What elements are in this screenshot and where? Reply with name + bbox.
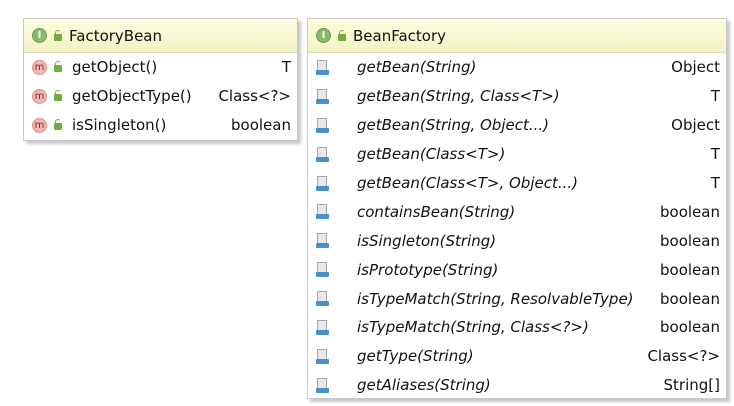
abstract-method-icon bbox=[316, 204, 329, 220]
method-name: getObjectType() bbox=[72, 87, 192, 106]
method-name: getBean(String, Object...) bbox=[357, 116, 550, 135]
method-row[interactable]: getBean(Class<T>) T bbox=[308, 140, 726, 169]
return-type: T bbox=[710, 174, 720, 192]
method-name: getBean(String) bbox=[357, 58, 477, 77]
return-type: boolean bbox=[660, 289, 720, 308]
method-row[interactable]: containsBean(String) boolean bbox=[308, 197, 726, 226]
return-type: T bbox=[710, 145, 720, 164]
public-lock-icon bbox=[52, 29, 64, 42]
beanfactory-header[interactable]: I BeanFactory bbox=[308, 19, 726, 53]
return-type: boolean bbox=[660, 318, 720, 337]
return-type: String[] bbox=[663, 376, 720, 395]
abstract-method-icon bbox=[316, 146, 329, 162]
method-icon: m bbox=[32, 88, 47, 104]
factorybean-title: FactoryBean bbox=[69, 26, 163, 45]
method-name: isPrototype(String) bbox=[357, 260, 499, 279]
method-name: getAliases(String) bbox=[357, 376, 491, 395]
method-icon: m bbox=[32, 59, 47, 75]
interface-icon: I bbox=[316, 28, 331, 43]
method-row[interactable]: getType(String) Class<?> bbox=[308, 342, 726, 371]
method-icon: m bbox=[32, 117, 47, 133]
method-name: isSingleton() bbox=[72, 116, 167, 135]
public-lock-icon bbox=[52, 61, 64, 73]
beanfactory-methods: getBean(String) Object getBean(String, C… bbox=[308, 53, 726, 400]
method-name: getBean(String, Class<T>) bbox=[357, 87, 560, 106]
return-type: T bbox=[281, 58, 291, 77]
method-name: isSingleton(String) bbox=[357, 231, 497, 250]
abstract-method-icon bbox=[316, 175, 329, 191]
abstract-method-icon bbox=[316, 319, 329, 335]
method-row[interactable]: getBean(Class<T>, Object...) T bbox=[308, 169, 726, 198]
abstract-method-icon bbox=[316, 348, 329, 364]
method-row[interactable]: getBean(String) Object bbox=[308, 53, 726, 82]
method-name: isTypeMatch(String, ResolvableType) bbox=[357, 289, 634, 308]
return-type: boolean bbox=[660, 260, 720, 279]
method-name: getBean(Class<T>) bbox=[357, 145, 506, 164]
abstract-method-icon bbox=[316, 262, 329, 278]
factorybean-methods: m getObject() T m getObjectType() Class<… bbox=[24, 53, 297, 140]
method-row[interactable]: getAliases(String) String[] bbox=[308, 371, 726, 400]
return-type: Class<?> bbox=[218, 87, 291, 106]
return-type: boolean bbox=[660, 231, 720, 250]
method-row[interactable]: isTypeMatch(String, Class<?>) boolean bbox=[308, 313, 726, 342]
beanfactory-interface-box[interactable]: I BeanFactory getBean(String) Object get… bbox=[307, 18, 727, 399]
method-row[interactable]: isPrototype(String) boolean bbox=[308, 255, 726, 284]
interface-icon: I bbox=[32, 28, 47, 43]
return-type: Object bbox=[671, 116, 720, 135]
method-row[interactable]: m isSingleton() boolean bbox=[24, 111, 297, 140]
public-lock-icon bbox=[52, 90, 64, 102]
method-name: isTypeMatch(String, Class<?>) bbox=[357, 318, 589, 337]
abstract-method-icon bbox=[316, 233, 329, 249]
method-row[interactable]: m getObject() T bbox=[24, 53, 297, 82]
return-type: boolean bbox=[660, 202, 720, 221]
method-row[interactable]: getBean(String, Object...) Object bbox=[308, 111, 726, 140]
return-type: boolean bbox=[231, 116, 291, 135]
method-name: containsBean(String) bbox=[357, 202, 516, 221]
beanfactory-title: BeanFactory bbox=[353, 26, 447, 45]
method-row[interactable]: getBean(String, Class<T>) T bbox=[308, 82, 726, 111]
abstract-method-icon bbox=[316, 291, 329, 307]
abstract-method-icon bbox=[316, 117, 329, 133]
return-type: Object bbox=[671, 58, 720, 77]
return-type: T bbox=[710, 87, 720, 106]
method-row[interactable]: isTypeMatch(String, ResolvableType) bool… bbox=[308, 284, 726, 313]
method-name: getObject() bbox=[72, 58, 158, 77]
abstract-method-icon bbox=[316, 88, 329, 104]
factorybean-interface-box[interactable]: I FactoryBean m getObject() T m getObjec… bbox=[23, 18, 298, 141]
method-row[interactable]: isSingleton(String) boolean bbox=[308, 226, 726, 255]
public-lock-icon bbox=[52, 119, 64, 131]
method-name: getBean(Class<T>, Object...) bbox=[357, 174, 579, 192]
method-row[interactable]: m getObjectType() Class<?> bbox=[24, 82, 297, 111]
return-type: Class<?> bbox=[647, 347, 720, 366]
method-name: getType(String) bbox=[357, 347, 474, 366]
abstract-method-icon bbox=[316, 377, 329, 393]
abstract-method-icon bbox=[316, 59, 329, 75]
factorybean-header[interactable]: I FactoryBean bbox=[24, 19, 297, 53]
public-lock-icon bbox=[336, 29, 348, 42]
